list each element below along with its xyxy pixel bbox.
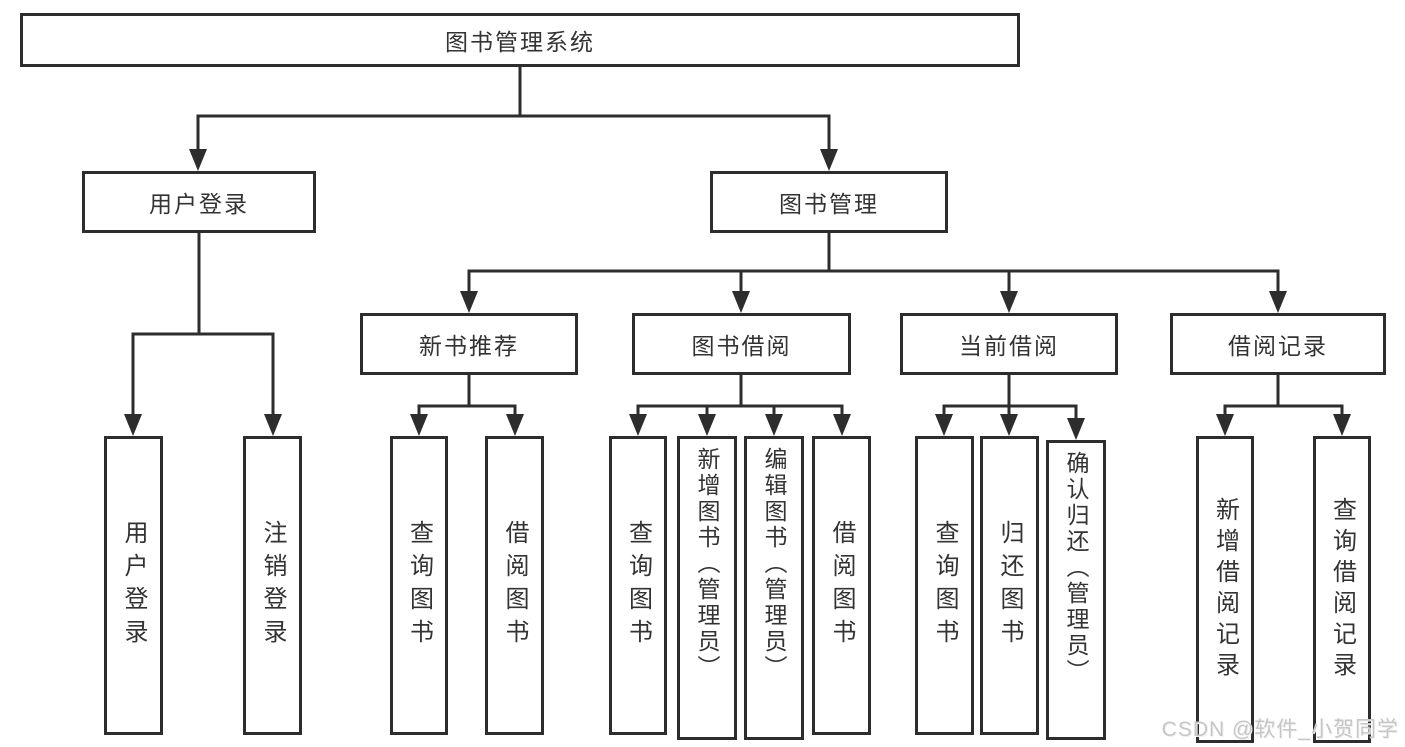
node-label: 查询借阅记录 <box>1328 496 1356 683</box>
connector-newrec <box>410 373 524 436</box>
node-new-book-recommend: 新书推荐 <box>360 313 578 375</box>
node-borrow-records: 借阅记录 <box>1170 313 1386 375</box>
node-label: 借阅图书 <box>828 519 855 652</box>
node-label: 新增借阅记录 <box>1211 496 1239 683</box>
node-book-borrowing: 图书借阅 <box>632 313 851 375</box>
connector-login <box>124 231 282 436</box>
node-label: 归还图书 <box>996 519 1023 652</box>
connector-borrow <box>629 373 851 436</box>
node-label: 查询图书 <box>931 519 958 652</box>
leaf-confirm-return-admin: 确认归还（管理员） <box>1046 440 1106 740</box>
leaf-query-books-current: 查询图书 <box>915 436 974 735</box>
node-label: 借阅记录 <box>1228 333 1328 359</box>
node-book-management: 图书管理 <box>710 171 948 233</box>
leaf-add-borrow-record: 新增借阅记录 <box>1196 436 1254 743</box>
node-label: 用户登录 <box>149 191 249 217</box>
leaf-add-book-admin: 新增图书（管理员） <box>677 436 737 740</box>
node-label: 新增图书（管理员） <box>694 447 720 681</box>
leaf-query-books-borrow: 查询图书 <box>609 436 667 735</box>
connector-current <box>935 373 1085 440</box>
leaf-user-login: 用户登录 <box>104 436 163 735</box>
leaf-borrow-books: 借阅图书 <box>812 436 871 735</box>
leaf-return-books: 归还图书 <box>980 436 1039 735</box>
connector-records <box>1216 373 1351 436</box>
node-system-root: 图书管理系统 <box>20 13 1020 67</box>
node-label: 图书借阅 <box>691 333 792 359</box>
node-label: 图书管理 <box>779 191 879 217</box>
node-label: 确认归还（管理员） <box>1063 451 1089 685</box>
node-label: 图书管理系统 <box>445 29 595 55</box>
leaf-query-borrow-record: 查询借阅记录 <box>1313 436 1371 743</box>
leaf-edit-book-admin: 编辑图书（管理员） <box>744 436 804 740</box>
node-label: 查询图书 <box>624 519 652 652</box>
leaf-borrow-books-newrec: 借阅图书 <box>485 436 544 735</box>
node-user-login: 用户登录 <box>82 171 316 233</box>
leaf-logout: 注销登录 <box>243 436 302 735</box>
connector-mgmt <box>460 231 1287 313</box>
node-label: 用户登录 <box>120 519 147 652</box>
node-label: 查询图书 <box>405 519 433 652</box>
connector-root <box>189 65 838 171</box>
node-label: 注销登录 <box>259 519 286 652</box>
node-current-borrowing: 当前借阅 <box>900 313 1118 375</box>
node-label: 编辑图书（管理员） <box>761 447 787 681</box>
leaf-query-books-newrec: 查询图书 <box>390 436 448 735</box>
node-label: 借阅图书 <box>501 519 528 652</box>
csdn-watermark: CSDN @软件_小贺同学 <box>1161 718 1399 741</box>
node-label: 当前借阅 <box>959 333 1059 359</box>
node-label: 新书推荐 <box>419 333 519 359</box>
